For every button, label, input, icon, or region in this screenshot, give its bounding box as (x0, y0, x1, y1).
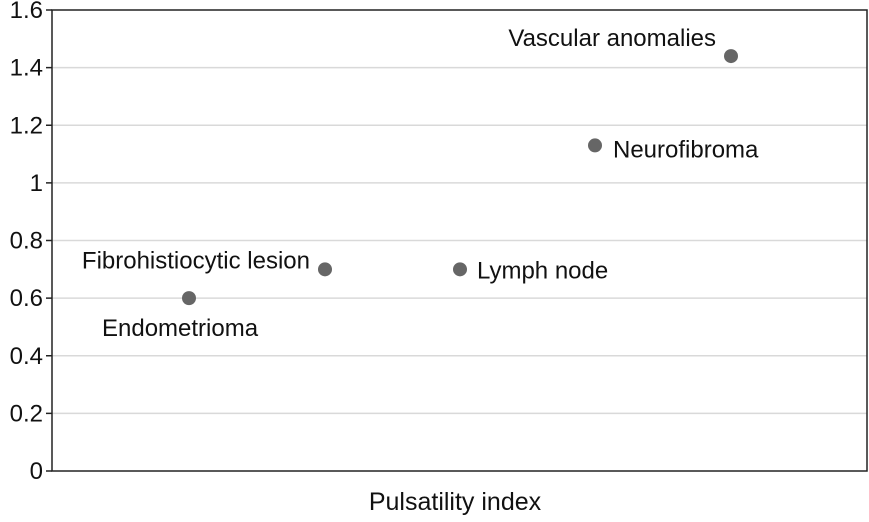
y-tick-label: 0.4 (10, 343, 43, 370)
y-tick-label: 1.6 (10, 0, 43, 24)
data-point (724, 49, 738, 64)
y-tick-label: 0.8 (10, 228, 43, 255)
data-point (588, 138, 602, 153)
point-label: Fibrohistiocytic lesion (82, 247, 310, 274)
data-point (453, 262, 467, 277)
y-tick-label: 1.4 (10, 55, 43, 82)
point-label: Lymph node (477, 257, 608, 284)
y-tick-label: 0 (30, 458, 43, 485)
gridlines (52, 66, 867, 415)
data-point (318, 262, 332, 277)
y-axis-ticks: 0 0.2 0.4 0.6 0.8 1 1.2 1.4 1.6 (10, 0, 52, 485)
y-tick-label: 0.2 (10, 400, 43, 427)
y-tick-label: 1.2 (10, 112, 43, 139)
point-label: Neurofibroma (613, 136, 759, 163)
point-label: Endometrioma (102, 315, 259, 342)
y-tick-label: 0.6 (10, 285, 43, 312)
x-axis-title: Pulsatility index (369, 488, 542, 516)
data-point (182, 291, 196, 306)
point-labels: Endometrioma Fibrohistiocytic lesion Lymph… (82, 25, 759, 342)
y-tick-label: 1 (30, 170, 43, 197)
data-points (182, 49, 738, 306)
point-label: Vascular anomalies (508, 25, 716, 52)
